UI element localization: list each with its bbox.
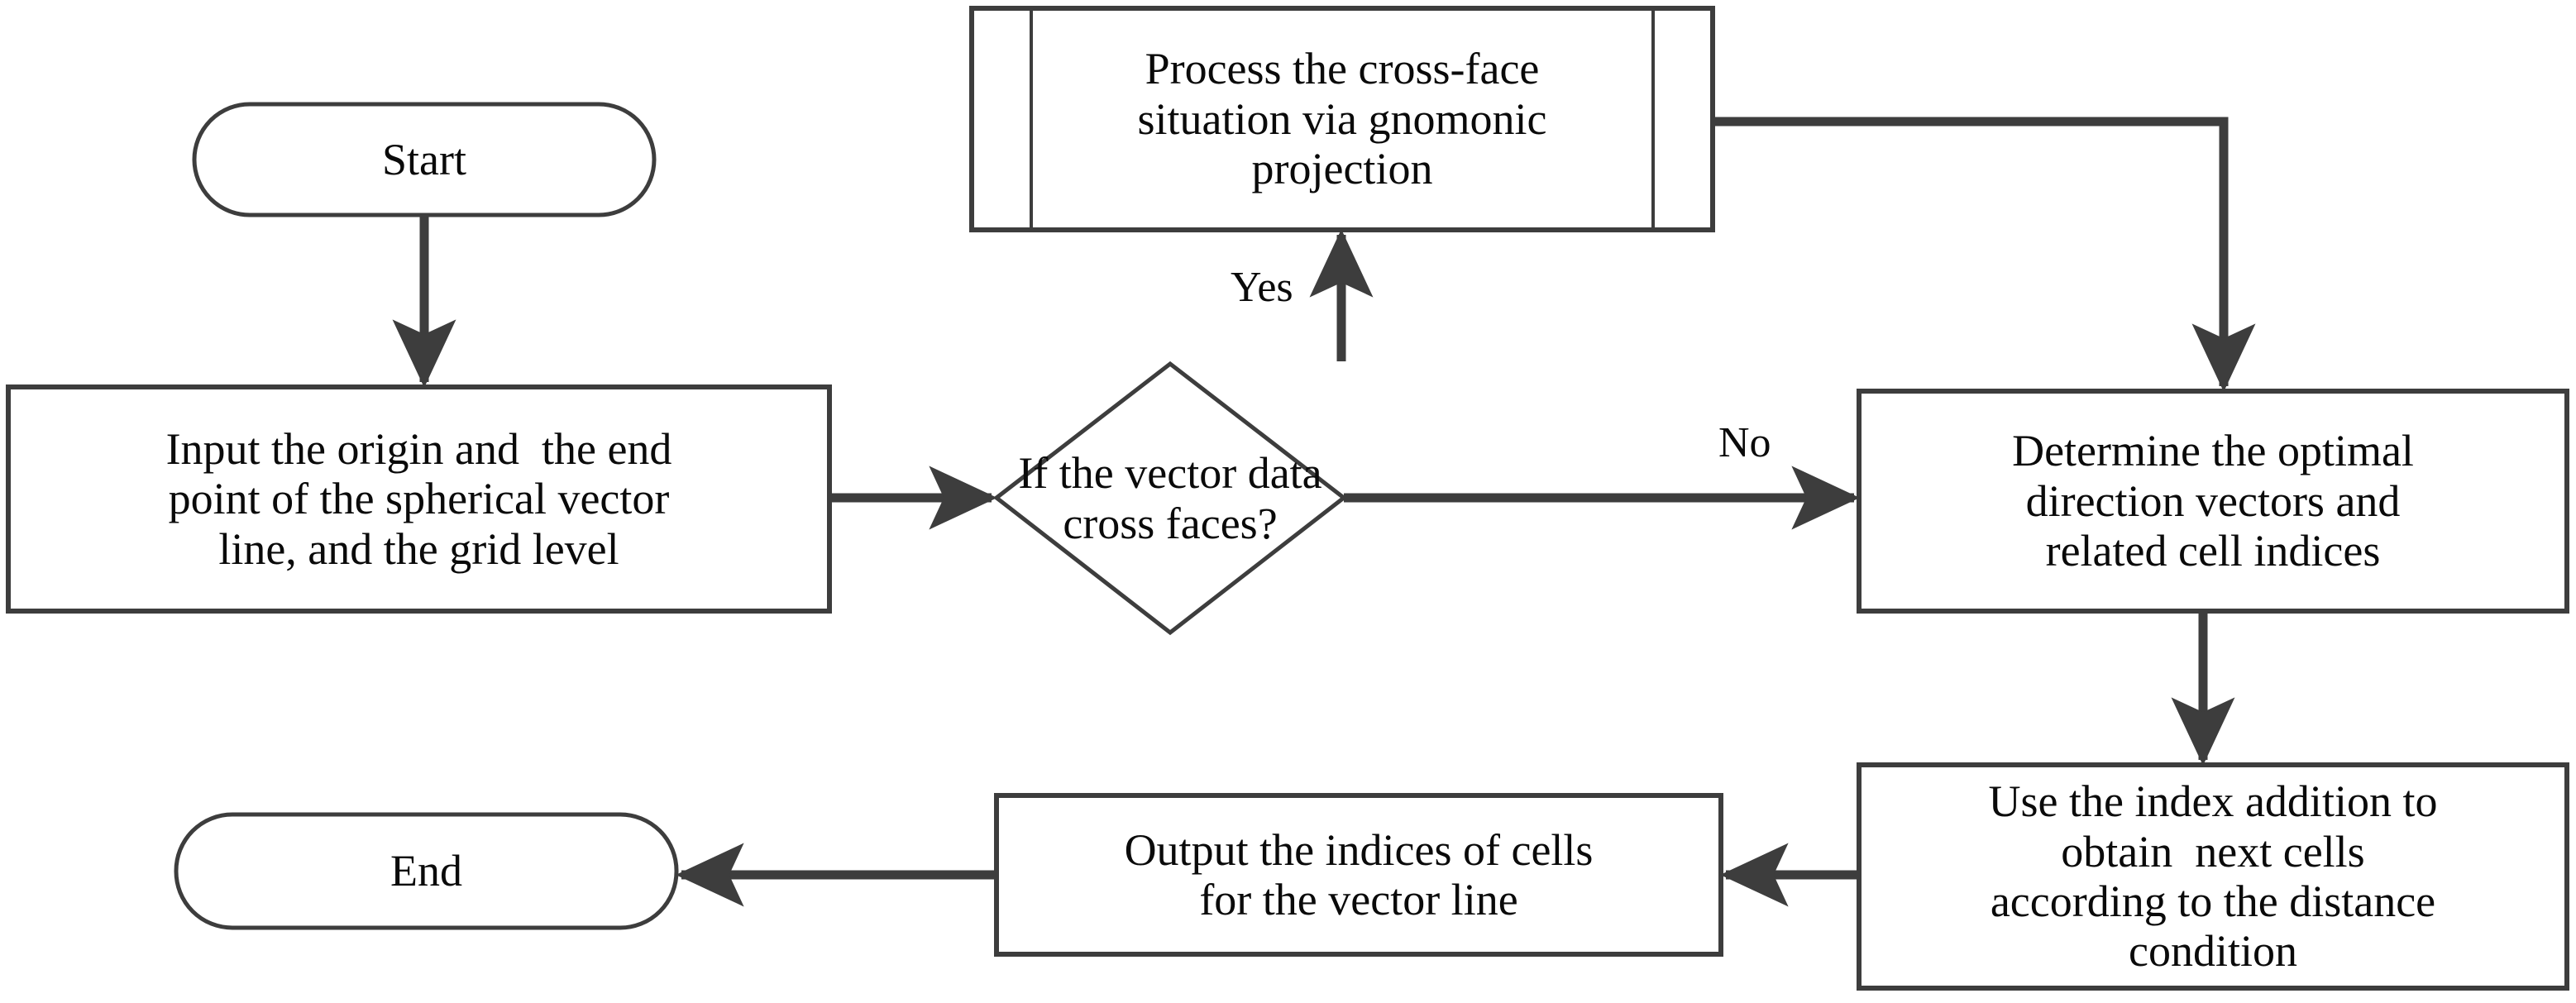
decision-node-shape[interactable] <box>992 361 1348 636</box>
cross-face-node-shape[interactable] <box>969 6 1715 232</box>
end-node-shape[interactable] <box>174 812 679 930</box>
edge-cross-face-to-determine <box>1713 117 2256 392</box>
determine-node-shape[interactable] <box>1857 389 2569 614</box>
start-node-shape[interactable] <box>192 102 657 217</box>
index-addition-node-shape[interactable] <box>1857 762 2569 991</box>
edge-label-yes: Yes <box>1231 264 1293 311</box>
edge-label-no: No <box>1718 419 1771 466</box>
output-node-shape[interactable] <box>994 793 1723 957</box>
input-node-shape[interactable] <box>6 384 832 614</box>
